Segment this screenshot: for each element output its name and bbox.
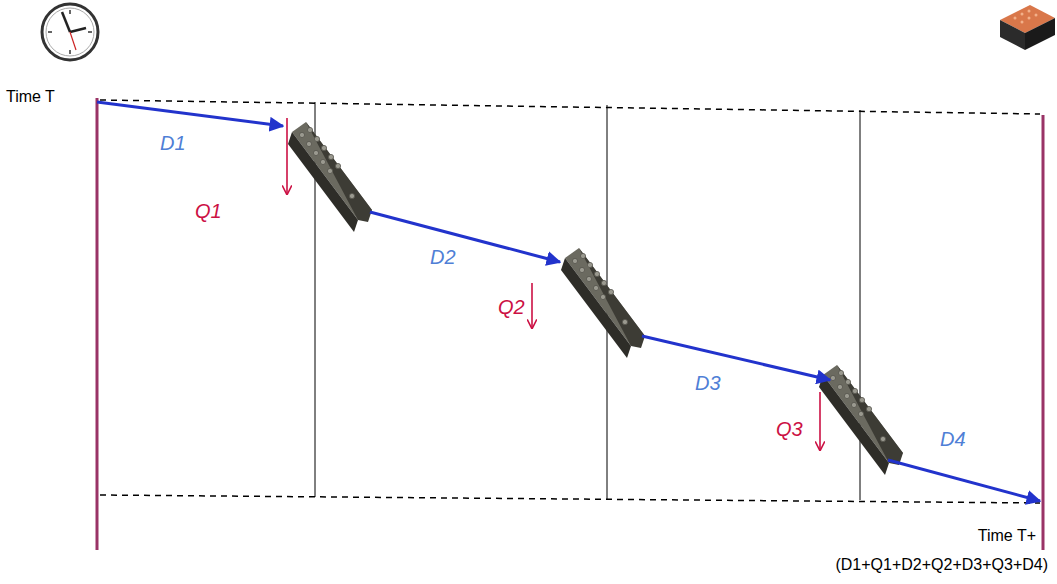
delay-label: D3 bbox=[695, 372, 721, 395]
switch-icon bbox=[561, 248, 645, 358]
propagation-arrows bbox=[97, 102, 1040, 501]
time-label: Time T bbox=[6, 88, 55, 106]
delay-label: D4 bbox=[940, 428, 966, 451]
queue-arrows bbox=[287, 118, 820, 450]
delay-label: Q1 bbox=[195, 200, 222, 223]
start-dashed-line bbox=[100, 100, 1040, 114]
hop-dividers bbox=[315, 102, 860, 500]
switch-icon bbox=[288, 122, 372, 232]
time-label: Time T+ bbox=[978, 527, 1036, 545]
time-label: (D1+Q1+D2+Q2+D3+Q3+D4) bbox=[835, 556, 1048, 574]
delay-label: Q2 bbox=[498, 296, 525, 319]
clock-icon bbox=[42, 4, 98, 60]
delay-label: Q3 bbox=[776, 418, 803, 441]
device-icon bbox=[1000, 5, 1055, 50]
delay-label: D1 bbox=[160, 132, 186, 155]
delay-label: D2 bbox=[430, 246, 456, 269]
receiver-timeline bbox=[1042, 115, 1045, 550]
sender-timeline bbox=[96, 98, 99, 550]
end-dashed-line bbox=[100, 495, 1040, 503]
switch-icon bbox=[819, 365, 903, 475]
